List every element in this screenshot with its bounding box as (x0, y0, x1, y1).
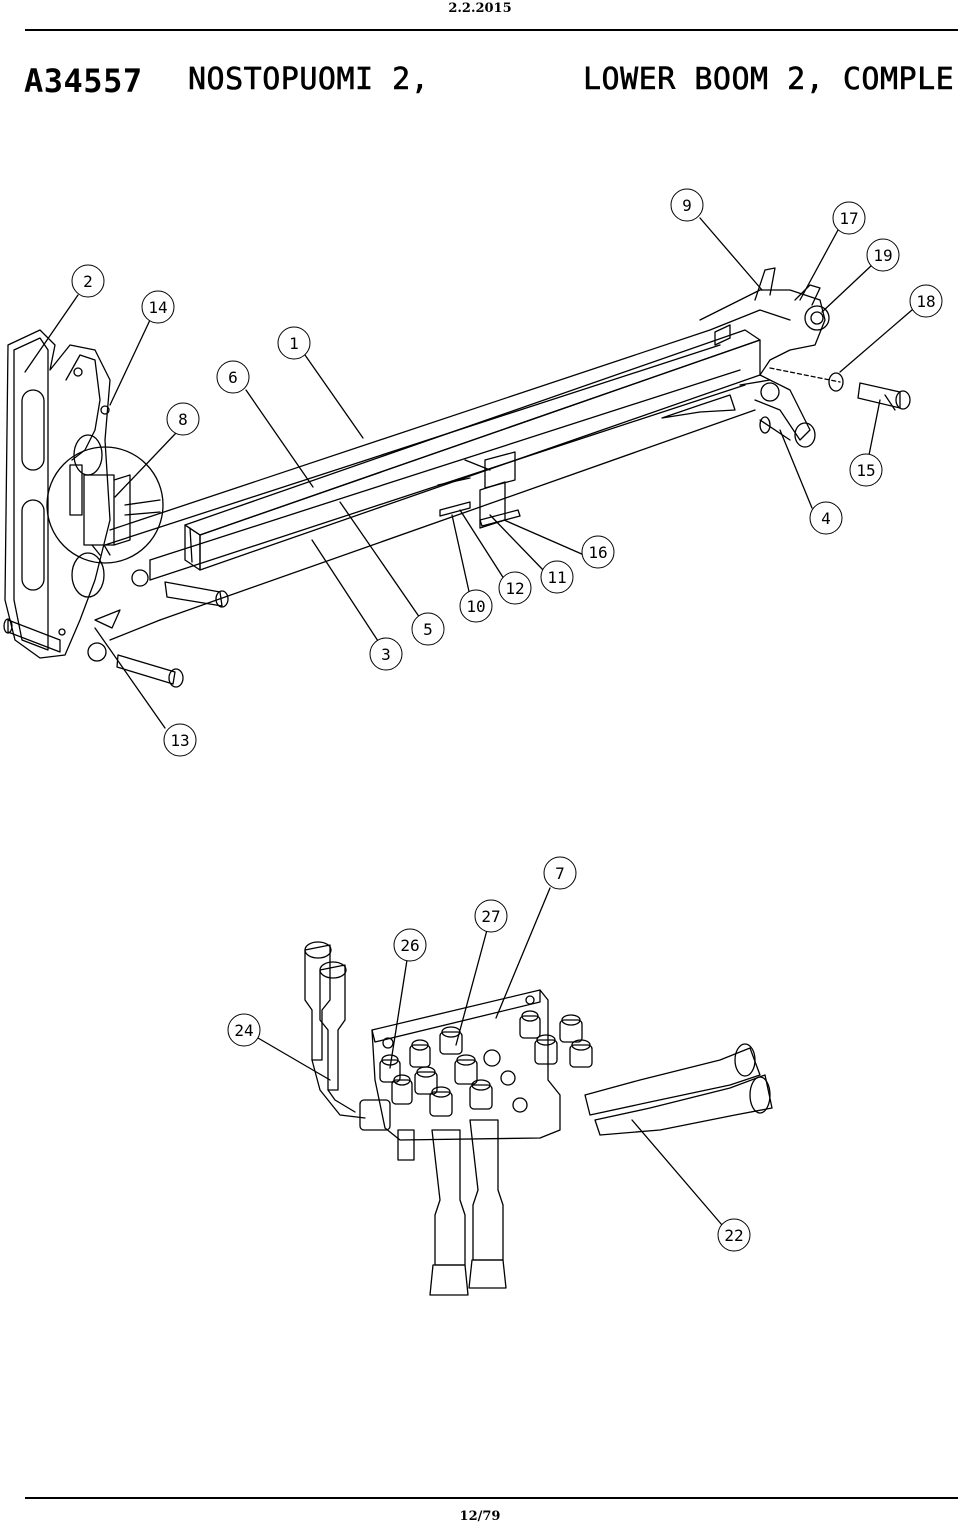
svg-text:12: 12 (505, 579, 524, 598)
svg-text:7: 7 (555, 864, 565, 883)
svg-text:17: 17 (839, 209, 858, 228)
svg-text:13: 13 (170, 731, 189, 750)
svg-text:1: 1 (289, 334, 299, 353)
document-date: 2.2.2015 (448, 1, 512, 16)
svg-text:27: 27 (481, 907, 500, 926)
callout-15: 15 (849, 453, 883, 487)
svg-text:11: 11 (547, 568, 566, 587)
header-rule (25, 29, 958, 31)
svg-text:14: 14 (148, 298, 167, 317)
svg-text:3: 3 (381, 645, 391, 664)
title-english: LOWER BOOM 2, COMPLE (583, 62, 955, 98)
callout-5: 5 (411, 612, 445, 646)
callout-2: 2 (71, 264, 105, 298)
callout-9: 9 (670, 188, 704, 222)
callout-13: 13 (163, 723, 197, 757)
svg-text:19: 19 (873, 246, 892, 265)
callout-24: 24 (227, 1013, 261, 1047)
svg-text:15: 15 (856, 461, 875, 480)
lower-leader-lines (257, 887, 723, 1226)
svg-text:2: 2 (83, 272, 93, 291)
upper-leader-lines (24, 217, 913, 729)
callout-27: 27 (474, 899, 508, 933)
callout-14: 14 (141, 290, 175, 324)
callout-17: 17 (832, 201, 866, 235)
svg-text:24: 24 (234, 1021, 253, 1040)
callout-8: 8 (166, 402, 200, 436)
callout-6: 6 (216, 360, 250, 394)
title-finnish: NOSTOPUOMI 2, (188, 62, 430, 98)
callout-10: 10 (459, 589, 493, 623)
callout-bubbles: 2 14 1 6 8 9 17 19 18 15 4 16 11 12 10 5… (71, 188, 943, 1252)
svg-text:18: 18 (916, 292, 935, 311)
callout-1: 1 (277, 326, 311, 360)
callout-26: 26 (393, 928, 427, 962)
page-number: 12/79 (459, 1509, 501, 1524)
svg-text:6: 6 (228, 368, 238, 387)
valve-block-assembly (304, 941, 773, 1296)
svg-text:16: 16 (588, 543, 607, 562)
callout-12: 12 (498, 571, 532, 605)
callout-4: 4 (809, 501, 843, 535)
callout-7: 7 (543, 856, 577, 890)
callout-11: 11 (540, 560, 574, 594)
part-code: A34557 (24, 62, 143, 100)
callout-3: 3 (369, 637, 403, 671)
svg-text:4: 4 (821, 509, 831, 528)
callout-16: 16 (581, 535, 615, 569)
callout-18: 18 (909, 284, 943, 318)
boom-assembly (3, 267, 911, 688)
footer-rule (25, 1497, 958, 1499)
callout-22: 22 (717, 1218, 751, 1252)
svg-text:10: 10 (466, 597, 485, 616)
svg-text:9: 9 (682, 196, 692, 215)
svg-text:26: 26 (400, 936, 419, 955)
svg-text:8: 8 (178, 410, 188, 429)
callout-19: 19 (866, 238, 900, 272)
svg-text:5: 5 (423, 620, 433, 639)
svg-text:22: 22 (724, 1226, 743, 1245)
